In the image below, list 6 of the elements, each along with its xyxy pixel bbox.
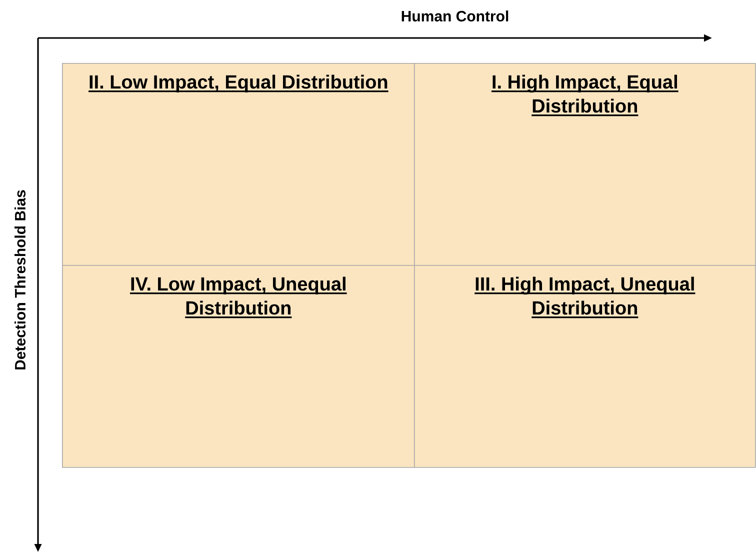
quadrant-box: IV. Low Impact, Unequal Distribution bbox=[62, 265, 415, 468]
quadrant-box: II. Low Impact, Equal Distribution bbox=[62, 63, 415, 266]
quadrant-box: III. High Impact, Unequal Distribution bbox=[414, 265, 756, 468]
quadrant-box: I. High Impact, Equal Distribution bbox=[414, 63, 756, 266]
axis-label: Detection Threshold Bias bbox=[14, 190, 26, 370]
axis-label: Human Control bbox=[402, 10, 508, 22]
